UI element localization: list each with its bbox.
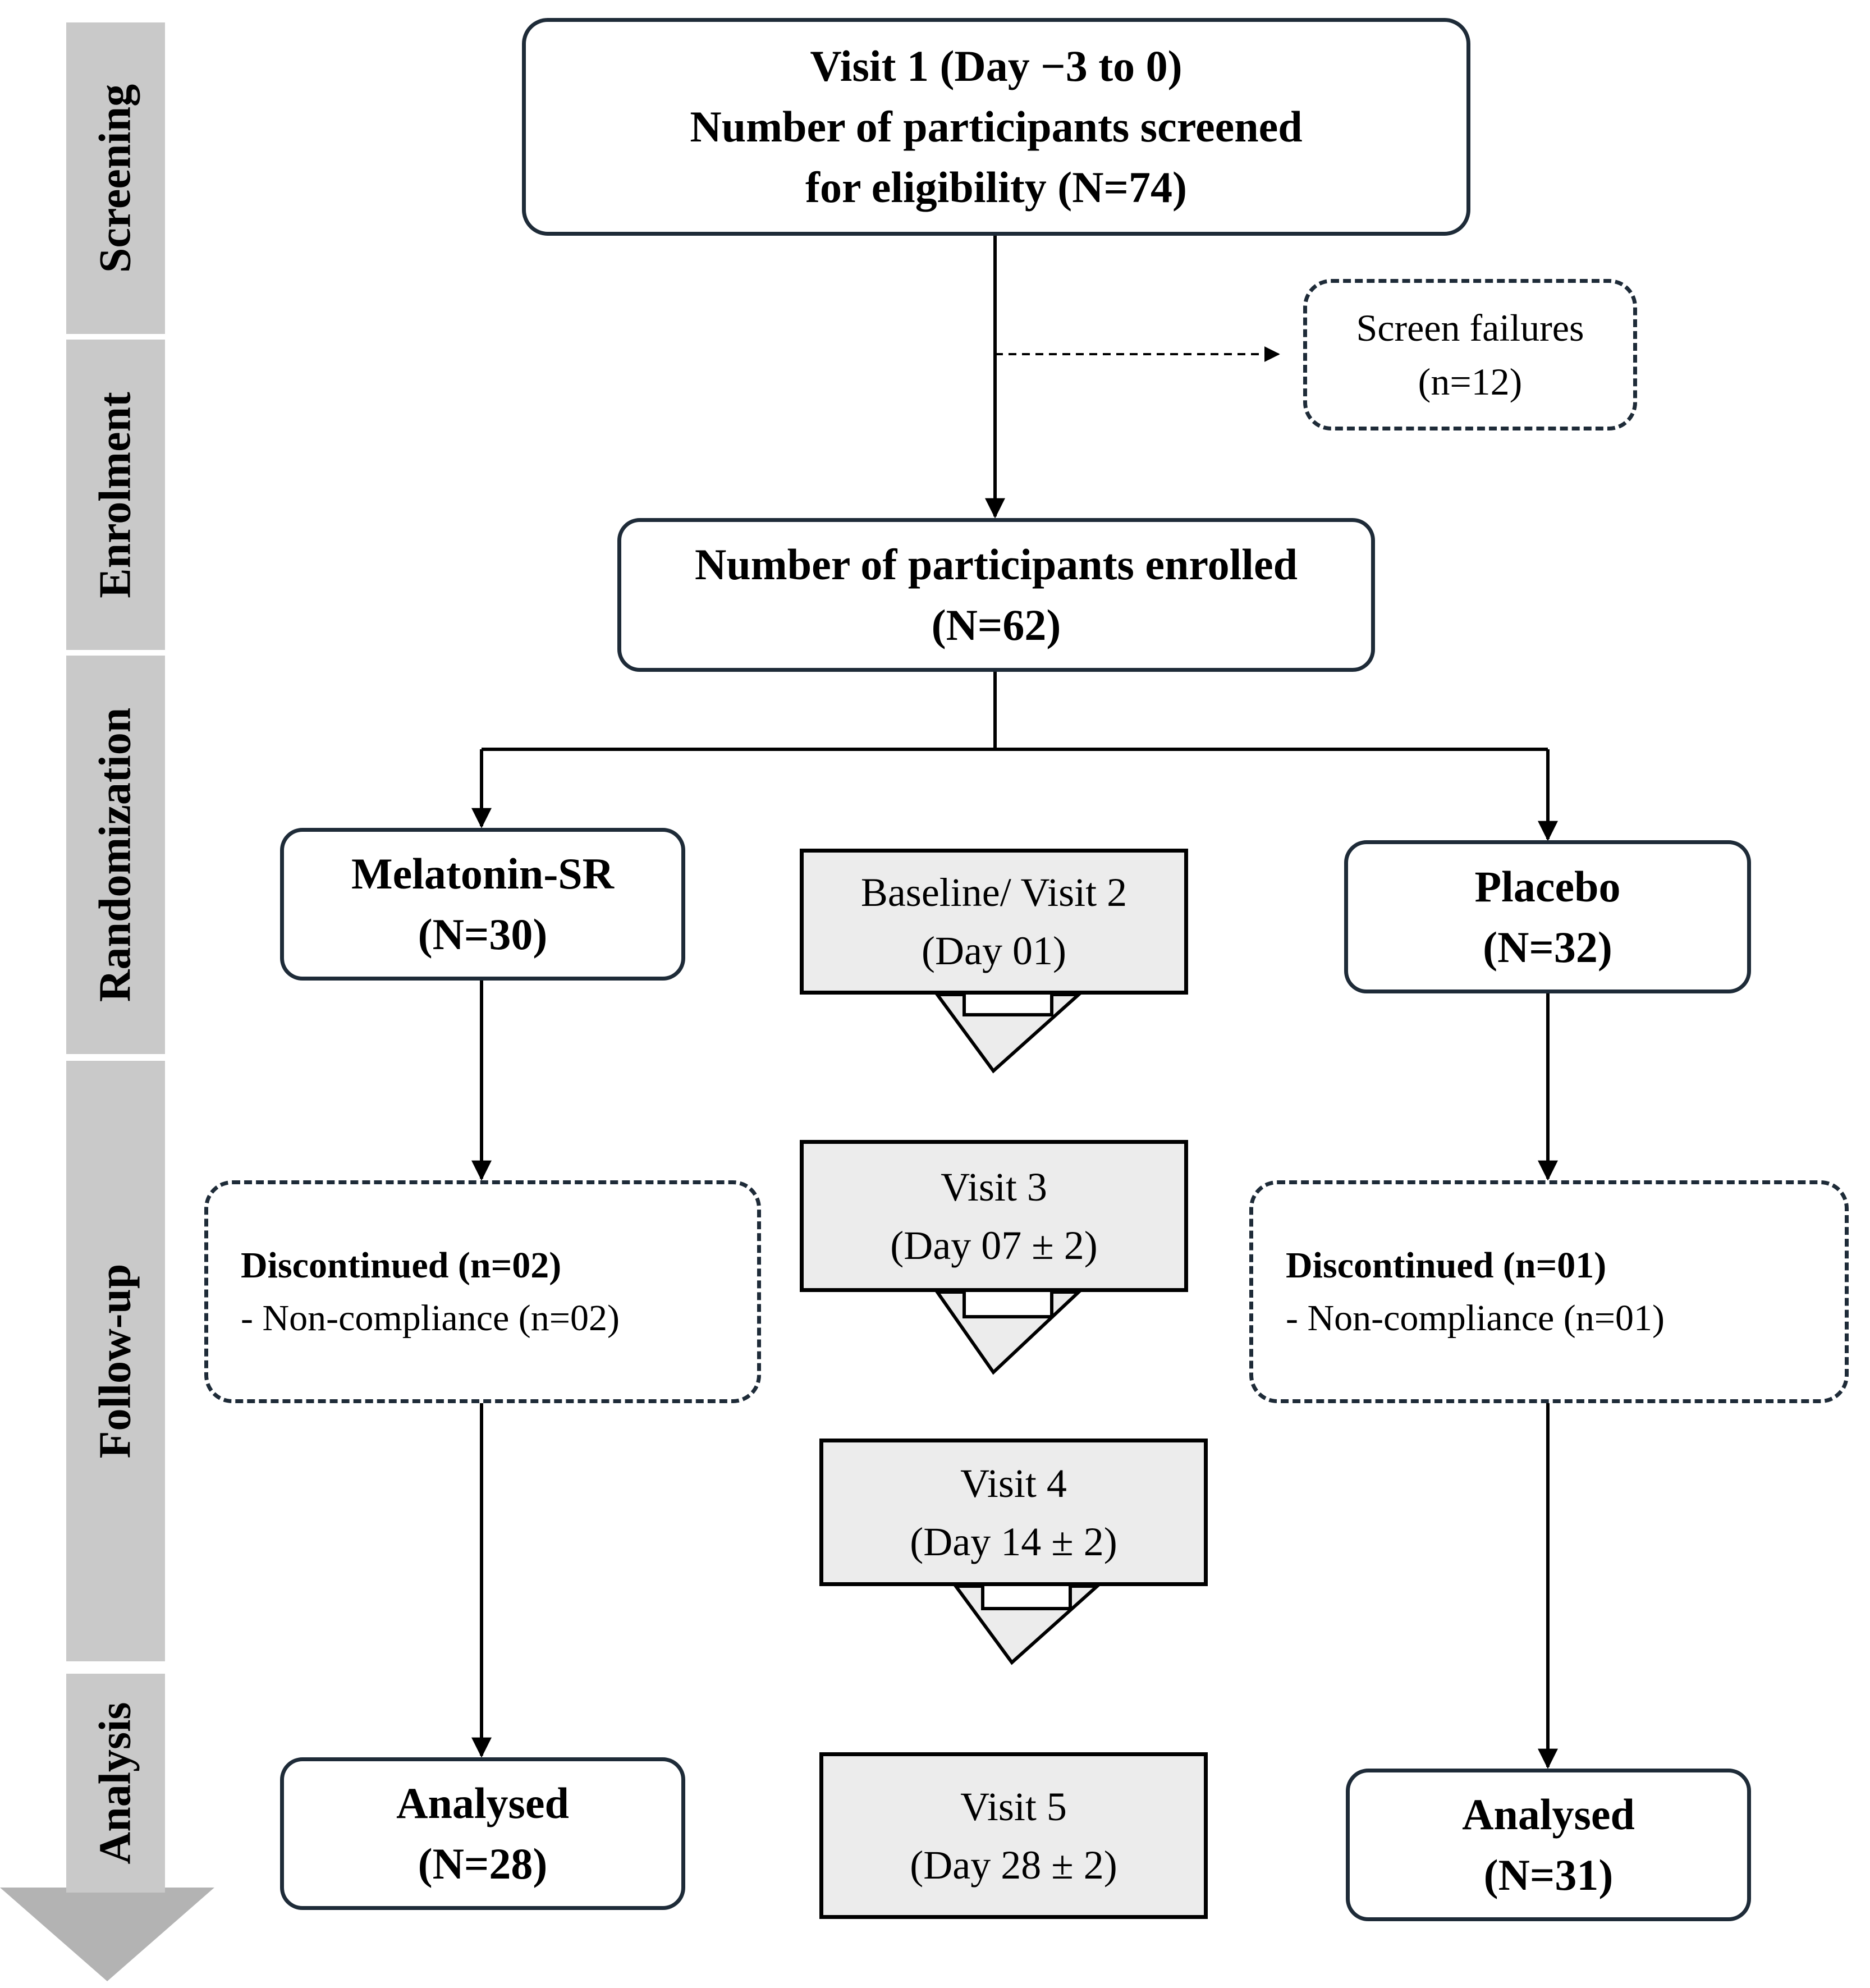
visit-block-arrow-2 (934, 1290, 1083, 1375)
phase-label: Analysis (90, 1702, 140, 1865)
placebo-arm-box: Placebo (N=32) (1344, 840, 1751, 993)
melatonin-arm-count: (N=30) (418, 910, 548, 959)
placebo-analysed-count: (N=31) (1483, 1850, 1614, 1899)
phase-follow-up: Follow-up (66, 1061, 165, 1661)
screening-visit-label: Visit 1 (Day −3 to 0) (810, 42, 1182, 90)
screening-count: for eligibility (N=74) (805, 163, 1187, 212)
melatonin-discontinued-label: Discontinued (n=02) (241, 1244, 562, 1286)
phase-label: Follow-up (90, 1263, 140, 1459)
visit-day: (Day 07 ± 2) (890, 1222, 1098, 1268)
visit-day: (Day 28 ± 2) (910, 1842, 1117, 1888)
melatonin-discontinued-box: Discontinued (n=02) - Non-compliance (n=… (204, 1180, 761, 1403)
placebo-discontinued-box: Discontinued (n=01) - Non-compliance (n=… (1249, 1180, 1849, 1403)
visit-day: (Day 01) (922, 928, 1066, 973)
enrolled-count: (N=62) (931, 601, 1061, 649)
phase-randomization: Randomization (66, 656, 165, 1054)
phase-analysis: Analysis (66, 1674, 165, 1893)
melatonin-analysed-label: Analysed (396, 1779, 569, 1827)
melatonin-analysed-box: Analysed (N=28) (280, 1757, 685, 1910)
screen-failures-box: Screen failures (n=12) (1303, 279, 1637, 430)
visit-label: Visit 5 (960, 1784, 1067, 1829)
screen-failures-count: (n=12) (1418, 360, 1523, 403)
visit-box-5: Visit 5 (Day 28 ± 2) (819, 1752, 1208, 1919)
timeline-arrow-head (0, 1888, 214, 1981)
enrolled-label: Number of participants enrolled (695, 540, 1298, 589)
melatonin-arm-box: Melatonin-SR (N=30) (280, 828, 685, 981)
visit-label: Visit 3 (941, 1164, 1047, 1210)
melatonin-analysed-count: (N=28) (418, 1839, 548, 1888)
placebo-arm-name: Placebo (1474, 862, 1621, 911)
screening-description: Number of participants screened (690, 102, 1303, 151)
visit-block-arrow-3 (952, 1584, 1102, 1665)
placebo-arm-count: (N=32) (1483, 922, 1612, 972)
visit-box-3: Visit 3 (Day 07 ± 2) (800, 1140, 1188, 1292)
visit-day: (Day 14 ± 2) (910, 1519, 1117, 1564)
placebo-discontinued-reason: - Non-compliance (n=01) (1286, 1297, 1665, 1339)
phase-label: Randomization (90, 707, 140, 1002)
placebo-discontinued-label: Discontinued (n=01) (1286, 1244, 1607, 1286)
placebo-analysed-box: Analysed (N=31) (1346, 1769, 1751, 1921)
screen-failures-label: Screen failures (1356, 306, 1584, 349)
melatonin-discontinued-reason: - Non-compliance (n=02) (241, 1297, 620, 1339)
visit-block-arrow-1 (934, 993, 1083, 1074)
screening-box: Visit 1 (Day −3 to 0) Number of particip… (522, 18, 1470, 236)
phase-label: Screening (90, 84, 140, 273)
phase-enrolment: Enrolment (66, 340, 165, 650)
enrolled-box: Number of participants enrolled (N=62) (617, 518, 1375, 672)
visit-box-baseline: Baseline/ Visit 2 (Day 01) (800, 849, 1188, 995)
phase-screening: Screening (66, 22, 165, 334)
visit-label: Baseline/ Visit 2 (860, 870, 1128, 915)
placebo-analysed-label: Analysed (1462, 1790, 1635, 1839)
phase-label: Enrolment (90, 391, 140, 598)
visit-box-4: Visit 4 (Day 14 ± 2) (819, 1439, 1208, 1586)
visit-label: Visit 4 (960, 1460, 1067, 1506)
melatonin-arm-name: Melatonin-SR (351, 849, 614, 898)
